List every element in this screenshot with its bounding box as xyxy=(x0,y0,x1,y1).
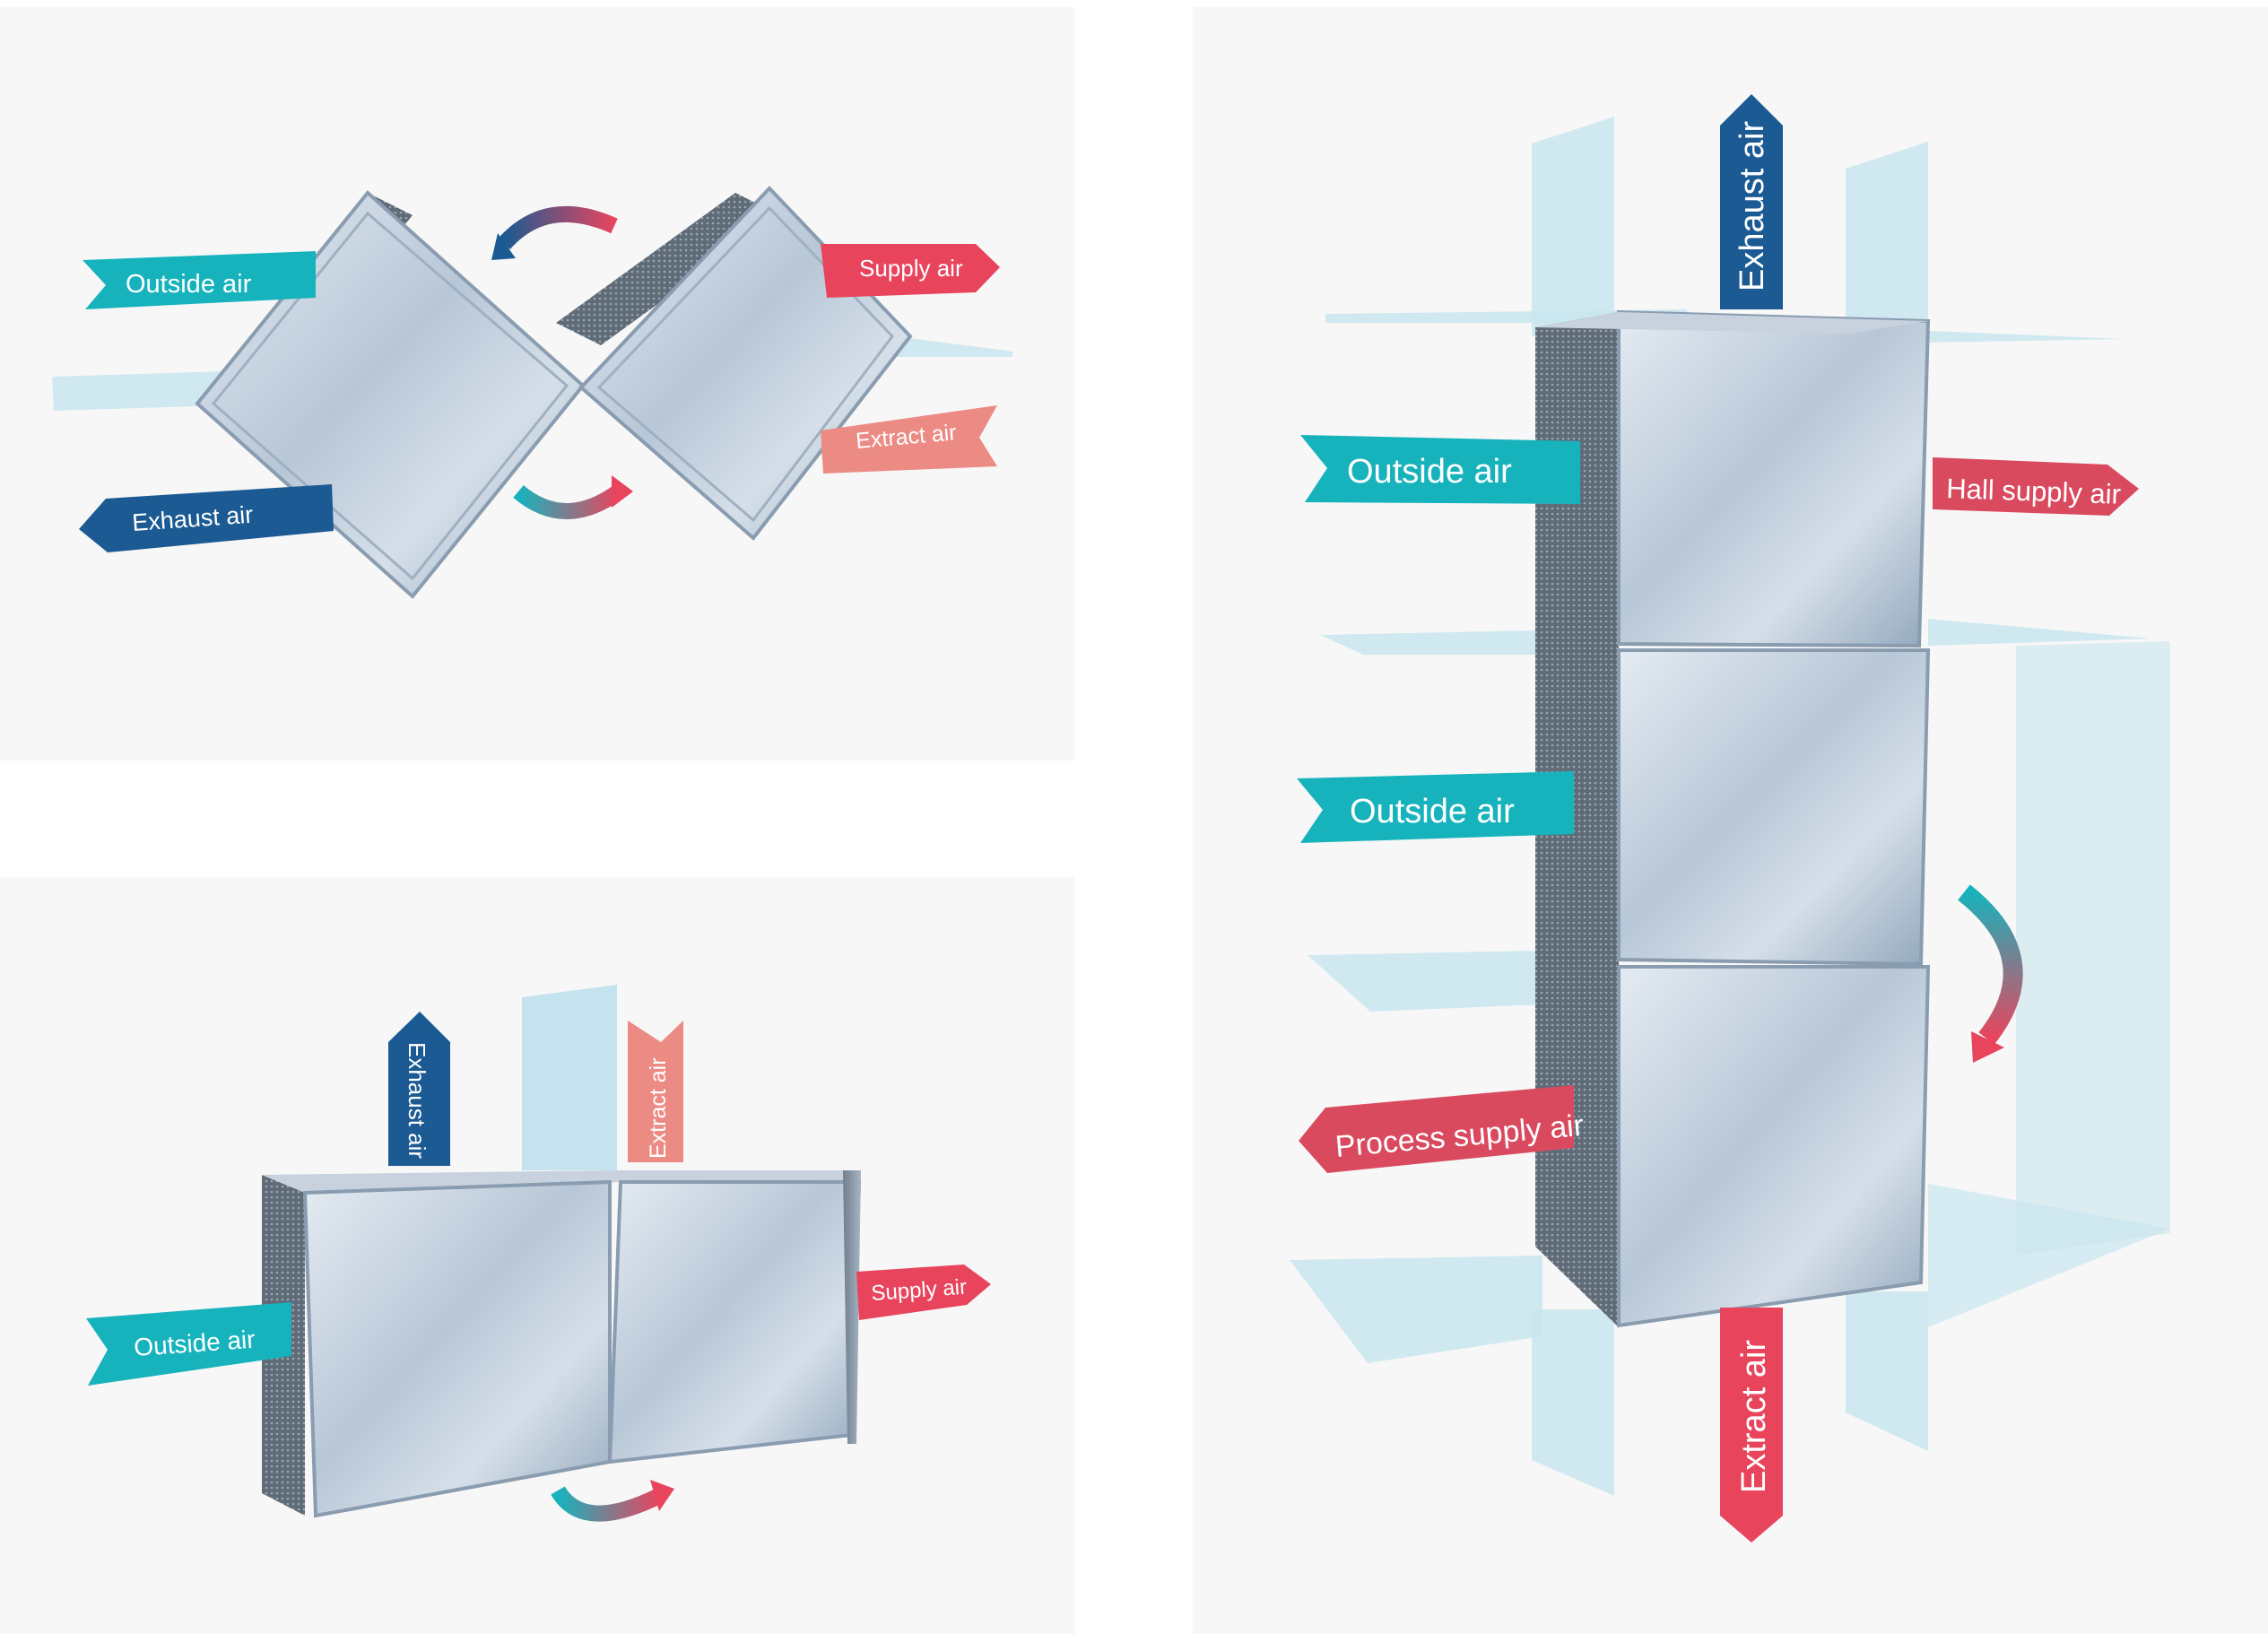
tl-supply-air-arrow: Supply air xyxy=(821,244,1000,298)
tl-supply-air-label: Supply air xyxy=(859,255,963,282)
r-outside-air-middle-arrow: Outside air xyxy=(1297,771,1574,843)
r-process-supply-air-arrow: Process supply air xyxy=(1299,1085,1585,1173)
top-left-diagram: Outside air Exhaust air Supply air Extra… xyxy=(52,186,1013,599)
bl-extract-air-label: Extract air xyxy=(646,1057,671,1159)
bl-supply-air-arrow: Supply air xyxy=(856,1265,991,1320)
r-hall-supply-air-arrow: Hall supply air xyxy=(1933,457,2139,516)
tl-extract-air-arrow: Extract air xyxy=(821,405,997,474)
tl-outside-air-arrow: Outside air xyxy=(83,251,316,309)
bl-exhaust-air-label: Exhaust air xyxy=(404,1042,430,1159)
r-outside-air-top-arrow: Outside air xyxy=(1300,435,1580,504)
r-exhaust-air-arrow: Exhaust air xyxy=(1720,94,1783,309)
bottom-left-diagram: Exhaust air Extract air Outside air Supp… xyxy=(86,985,991,1522)
r-outside-air-top-label: Outside air xyxy=(1347,453,1512,491)
bl-extract-air-arrow: Extract air xyxy=(628,1021,683,1162)
r-outside-air-middle-label: Outside air xyxy=(1350,793,1515,830)
right-diagram: Exhaust air Outside air Hall supply air … xyxy=(1290,94,2170,1543)
tl-exhaust-air-arrow: Exhaust air xyxy=(79,484,334,552)
r-extract-air-arrow: Extract air xyxy=(1720,1308,1783,1543)
bl-outside-air-arrow: Outside air xyxy=(86,1302,291,1386)
r-hall-supply-air-label: Hall supply air xyxy=(1946,473,2122,510)
bl-exhaust-air-arrow: Exhaust air xyxy=(388,1012,450,1166)
r-exhaust-air-label: Exhaust air xyxy=(1734,121,1771,291)
tl-outside-air-label: Outside air xyxy=(126,270,252,299)
r-extract-air-label: Extract air xyxy=(1735,1340,1773,1493)
